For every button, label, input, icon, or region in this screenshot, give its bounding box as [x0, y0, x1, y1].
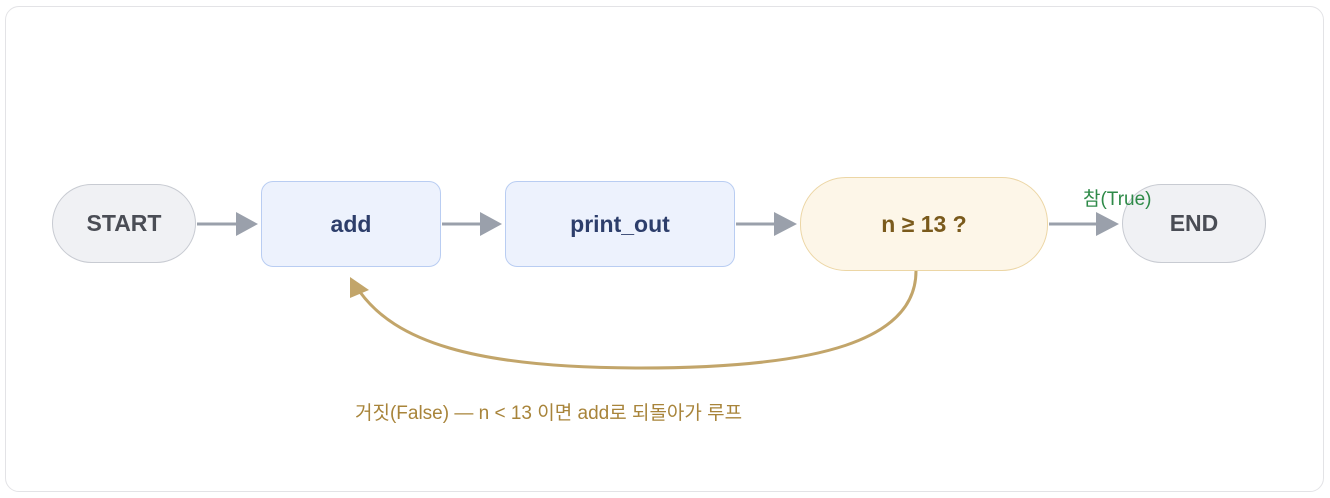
print-out-label: print_out	[570, 210, 670, 237]
print-out-node: print_out	[505, 181, 735, 267]
edge-print-to-condition	[736, 212, 797, 236]
start-node: START	[52, 184, 196, 263]
false-edge-label: 거짓(False) — n < 13 이면 add로 되돌아가 루프	[355, 403, 743, 424]
condition-node: n ≥ 13 ?	[800, 177, 1048, 271]
true-edge-label: 참(True)	[1083, 189, 1152, 210]
end-label: END	[1169, 210, 1219, 236]
add-label: add	[330, 210, 372, 237]
condition-label: n ≥ 13 ?	[881, 210, 967, 237]
add-node: add	[261, 181, 441, 267]
edge-loop-false	[350, 270, 918, 370]
edge-add-to-print	[442, 212, 502, 236]
edge-condition-to-end	[1049, 212, 1119, 236]
start-label: START	[86, 210, 162, 236]
end-node: END	[1122, 184, 1266, 263]
edge-start-to-add	[197, 212, 258, 236]
